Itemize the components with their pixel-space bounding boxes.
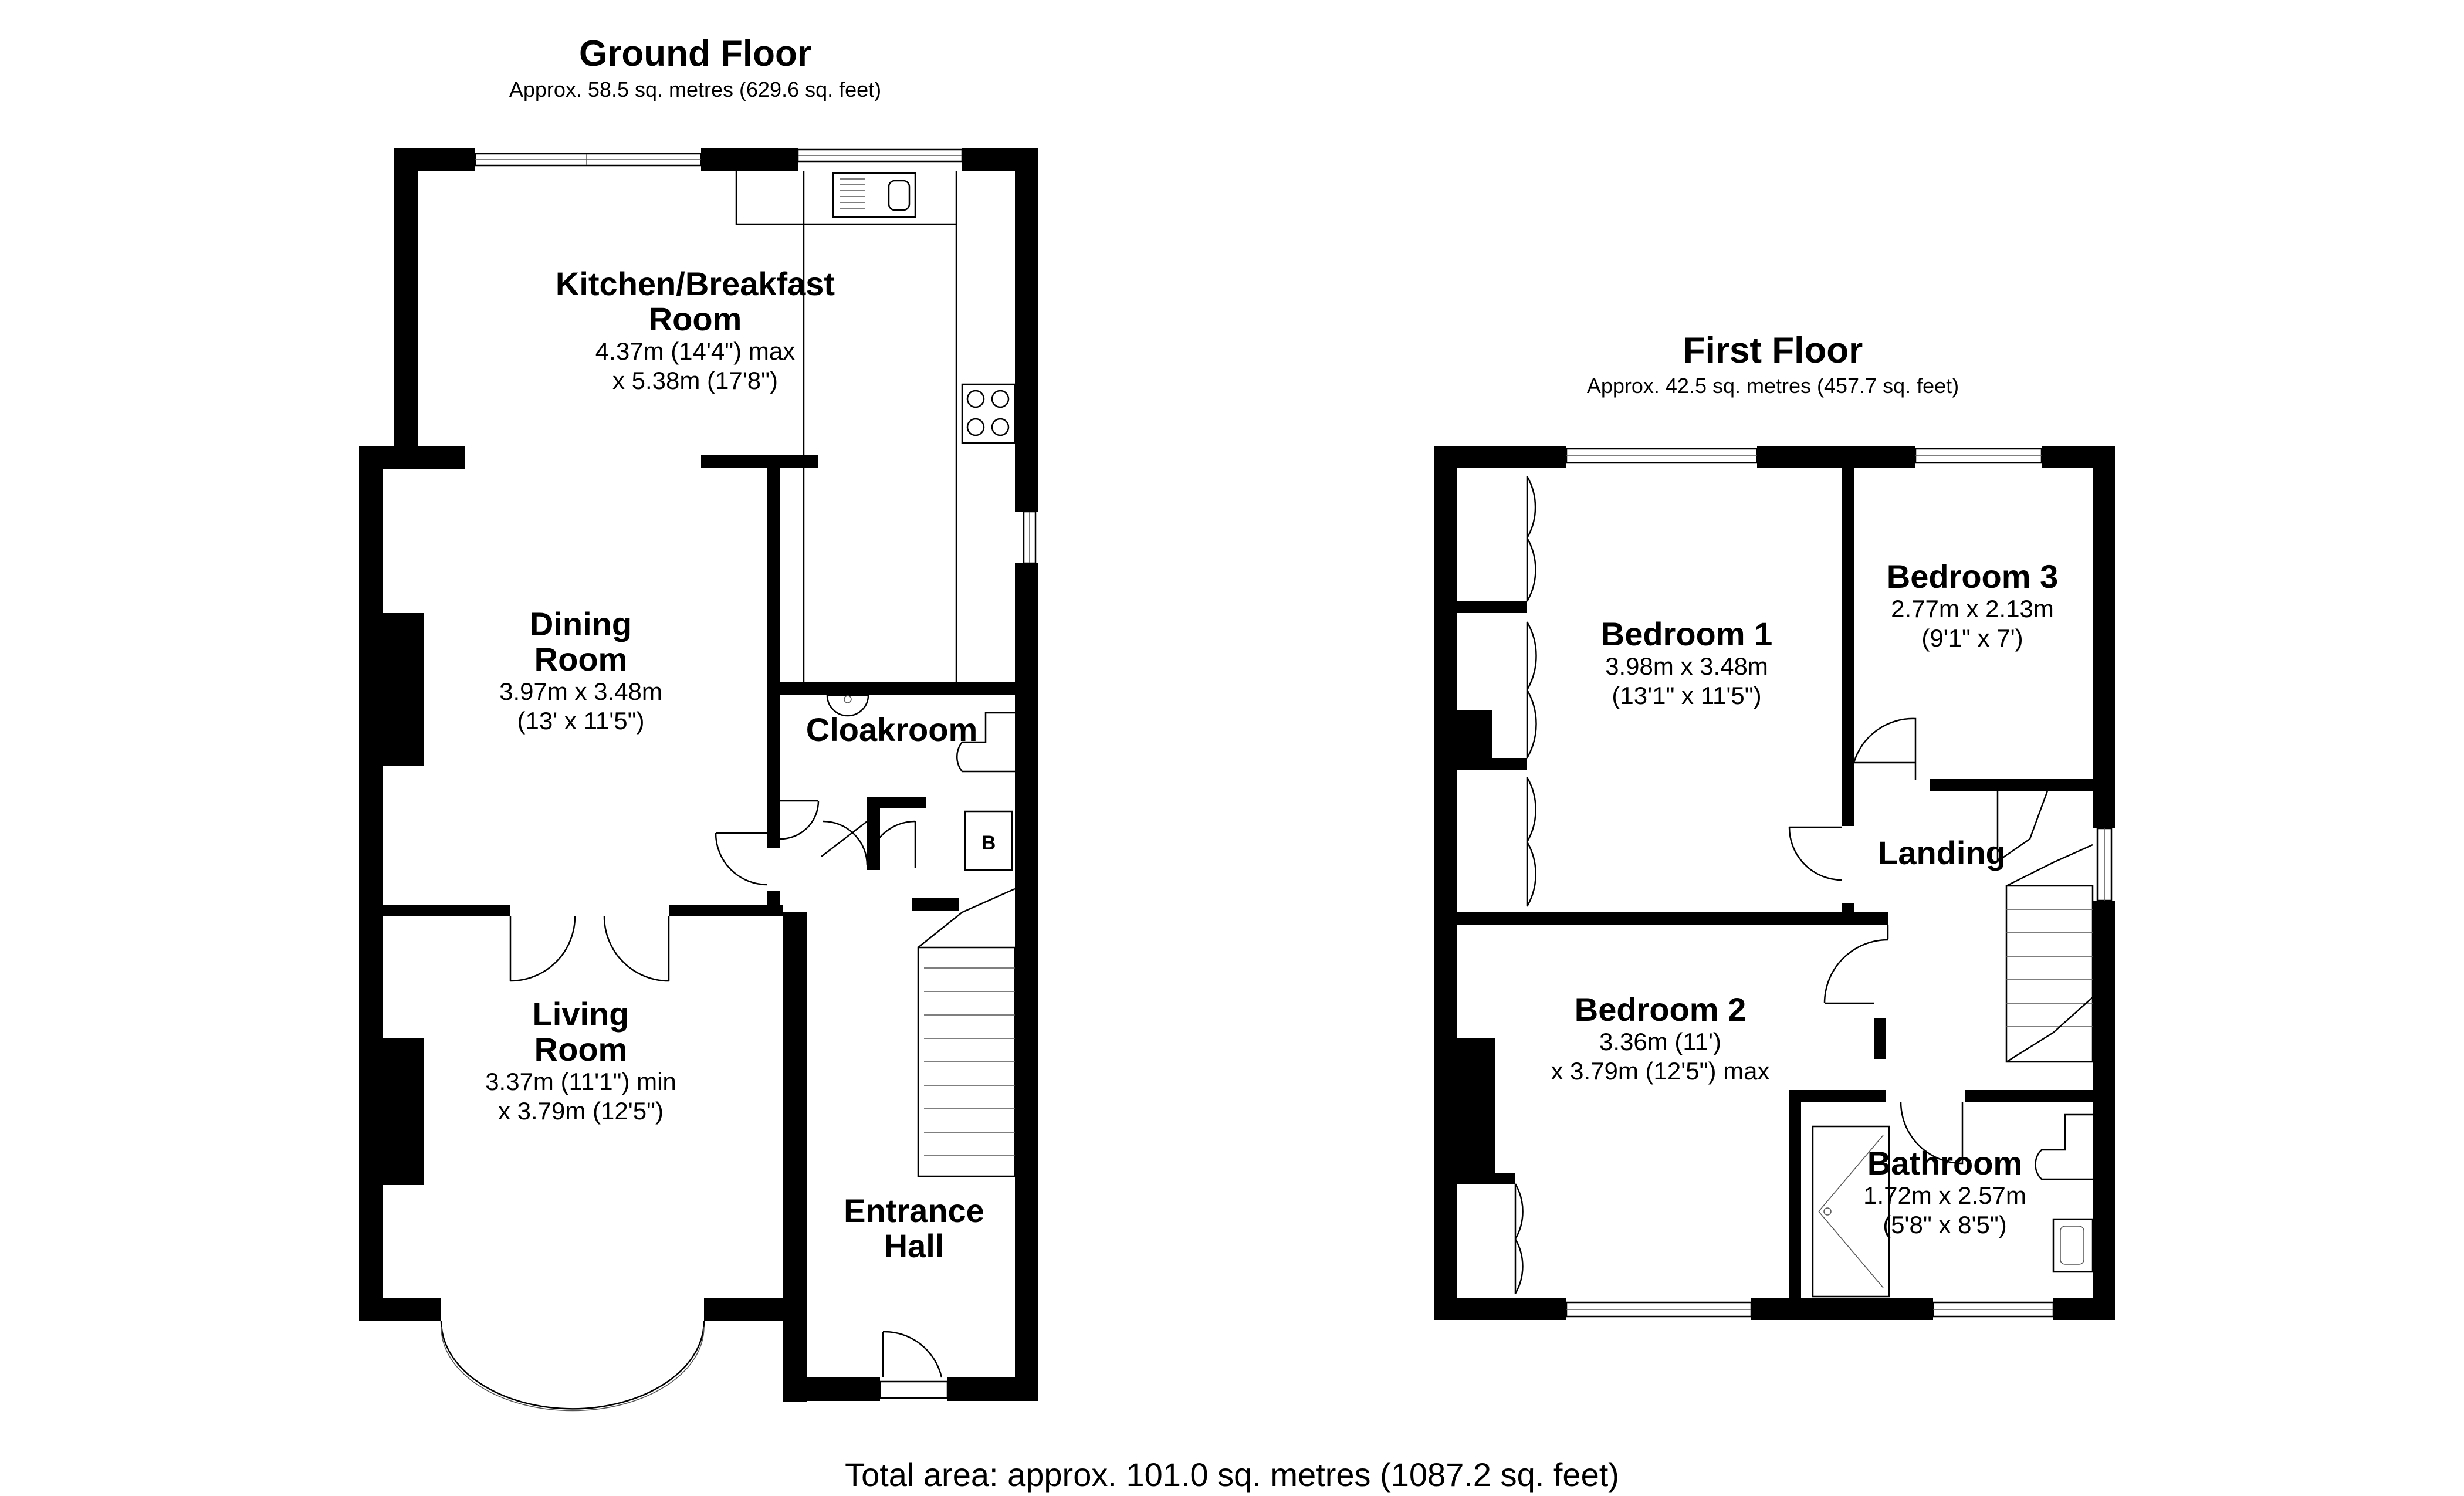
bedroom1-label: Bedroom 1 3.98m x 3.48m (13'1" x 11'5") <box>1601 615 1773 709</box>
first-floor-windows <box>1565 448 2113 1318</box>
dining-dim-2: (13' x 11'5") <box>517 707 645 735</box>
hob <box>961 383 1016 444</box>
stair-flight <box>2005 885 2094 1063</box>
bathroom-dim-1: 1.72m x 2.57m <box>1863 1182 2026 1209</box>
bedroom2-label: Bedroom 2 3.36m (11') x 3.79m (12'5") ma… <box>1551 991 1769 1085</box>
bathroom-dim-2: (5'8" x 8'5") <box>1883 1211 2007 1238</box>
hall-door <box>780 800 820 840</box>
total-area: Total area: approx. 101.0 sq. metres (10… <box>845 1456 1619 1493</box>
dining-door <box>715 832 768 886</box>
entrance-hall-name-1: Entrance <box>844 1192 984 1229</box>
bathroom-door <box>1900 1101 1964 1165</box>
bathroom-label: Bathroom 1.72m x 2.57m (5'8" x 8'5") <box>1863 1145 2026 1238</box>
bath <box>1812 1125 1890 1298</box>
wardrobe-door-1 <box>1526 476 1536 539</box>
bedroom2-dim-2: x 3.79m (12'5") max <box>1551 1057 1769 1085</box>
first-floor-doors <box>1788 717 1964 1165</box>
bedroom2-name: Bedroom 2 <box>1575 991 1747 1028</box>
wardrobe-door-4 <box>1514 1183 1524 1240</box>
kitchen-fittings <box>735 171 1016 682</box>
living-dim-1: 3.37m (11'1") min <box>485 1068 676 1095</box>
first-floor: First Floor Approx. 42.5 sq. metres (457… <box>1434 330 2115 1320</box>
ground-floor-doors <box>440 800 943 1412</box>
first-floor-title: First Floor <box>1683 330 1863 371</box>
first-floor-walls <box>1434 446 2115 1320</box>
dining-living-door-left <box>509 916 576 982</box>
ground-floor-windows <box>474 148 1037 1399</box>
wardrobe-doors <box>1514 476 1537 1294</box>
living-label: Living Room 3.37m (11'1") min x 3.79m (1… <box>485 996 676 1125</box>
basin <box>826 694 869 717</box>
sink <box>832 172 916 218</box>
drainer <box>840 178 865 209</box>
front-door-frame <box>879 1380 949 1399</box>
wc <box>956 712 1015 773</box>
cloakroom-name: Cloakroom <box>806 711 978 748</box>
boiler-cupboard <box>964 810 1013 871</box>
landing-name: Landing <box>1878 834 2006 871</box>
wardrobe-door-3 <box>1526 777 1536 842</box>
bedroom3-name: Bedroom 3 <box>1887 558 2059 595</box>
bedroom3-dim-2: (9'1" x 7') <box>1921 624 2023 652</box>
living-name-1: Living <box>533 996 629 1033</box>
living-name-2: Room <box>534 1031 628 1068</box>
dining-label: Dining Room 3.97m x 3.48m (13' x 11'5") <box>499 605 662 735</box>
bedroom1-door <box>1788 826 1843 881</box>
bedroom1-dim-1: 3.98m x 3.48m <box>1605 652 1768 680</box>
bedroom1-dim-2: (13'1" x 11'5") <box>1612 682 1761 709</box>
entrance-hall-name-2: Hall <box>884 1227 945 1264</box>
kitchen-dim-1: 4.37m (14'4") max <box>595 337 795 365</box>
cloakroom-door <box>821 820 868 866</box>
kitchen-name-2: Room <box>649 300 742 337</box>
first-floor-area: Approx. 42.5 sq. metres (457.7 sq. feet) <box>1587 374 1959 398</box>
cupboard-door <box>867 820 916 869</box>
wardrobe-door-2 <box>1526 621 1537 691</box>
ground-floor: Ground Floor Approx. 58.5 sq. metres (62… <box>359 33 1038 1412</box>
bay-window <box>440 1321 705 1410</box>
dining-dim-1: 3.97m x 3.48m <box>499 678 662 705</box>
front-door <box>882 1331 943 1378</box>
dining-name-1: Dining <box>530 605 632 642</box>
dining-living-door-right <box>603 916 670 982</box>
ground-floor-stairs <box>917 888 1016 1177</box>
bath-wc <box>2035 1113 2093 1180</box>
bedroom1-name: Bedroom 1 <box>1601 615 1773 652</box>
kitchen-label: Kitchen/Breakfast Room 4.37m (14'4") max… <box>556 265 835 394</box>
kitchen-name-1: Kitchen/Breakfast <box>556 265 835 302</box>
boiler-label: B <box>981 832 996 854</box>
cloakroom-fittings <box>826 694 1015 871</box>
ground-floor-title: Ground Floor <box>579 33 811 74</box>
ground-floor-area: Approx. 58.5 sq. metres (629.6 sq. feet) <box>509 77 881 101</box>
dining-name-2: Room <box>534 641 628 678</box>
bedroom3-label: Bedroom 3 2.77m x 2.13m (9'1" x 7') <box>1887 558 2059 652</box>
bathroom-name: Bathroom <box>1867 1145 2022 1182</box>
bedroom2-door <box>1823 925 1889 1004</box>
bathroom-fittings <box>1812 1113 2094 1298</box>
stair-top <box>1996 790 2049 863</box>
ground-floor-walls <box>359 148 1038 1402</box>
kitchen-dim-2: x 5.38m (17'8") <box>612 367 778 394</box>
bedroom3-dim-1: 2.77m x 2.13m <box>1891 595 2054 622</box>
bath-basin <box>2052 1218 2094 1273</box>
bedroom2-dim-1: 3.36m (11') <box>1599 1028 1721 1055</box>
first-floor-stairs <box>1996 790 2094 1063</box>
living-dim-2: x 3.79m (12'5") <box>498 1097 664 1125</box>
bedroom3-door <box>1853 717 1917 780</box>
